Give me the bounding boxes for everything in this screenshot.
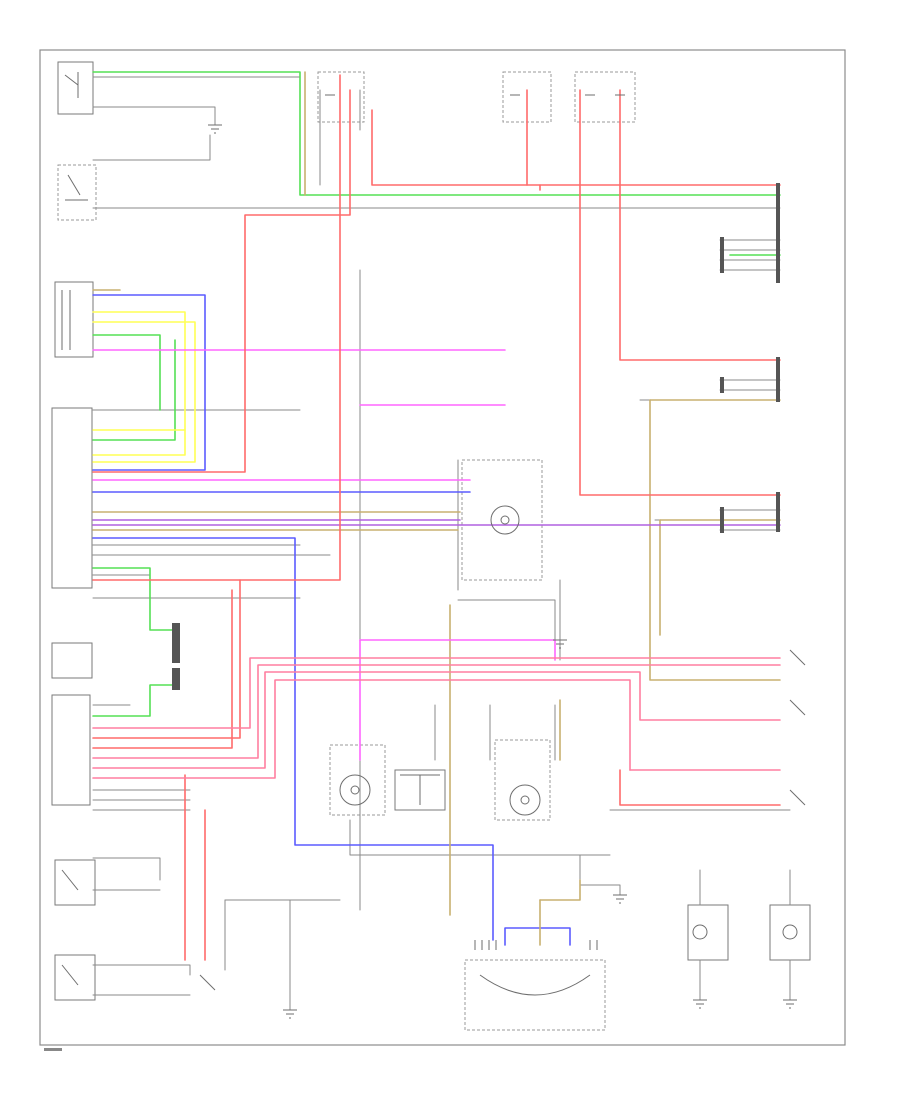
tan-wires [92, 71, 781, 946]
fuse-box-top-3 [574, 71, 636, 123]
green-wires [92, 71, 781, 717]
central-electronic-module-box [51, 407, 93, 589]
cem-left-connector-box [51, 642, 93, 679]
connector-pins [172, 183, 780, 690]
seat-belt-switch-box [54, 281, 94, 358]
magenta-wires [92, 349, 556, 761]
grey-wires [92, 76, 791, 1011]
component-symbols [61, 72, 806, 1019]
driver-door-module-box [54, 859, 96, 906]
component-outlines [51, 61, 811, 1031]
steering-module-box [51, 694, 91, 806]
left-lamp-box [687, 904, 729, 961]
diagram-frame [39, 49, 846, 1046]
horn-unit-box [394, 769, 446, 811]
violet-wires [92, 519, 781, 526]
tailgate-switch-box [54, 954, 96, 1001]
fuse-box-top-1 [317, 71, 365, 123]
footer-mark [44, 1048, 62, 1051]
pink-wires [92, 657, 781, 779]
yellow-wires [92, 311, 196, 463]
top-left-switch-box [57, 61, 94, 115]
motor-box-left [329, 744, 386, 816]
blue-wires [92, 294, 571, 946]
motor-box-right [494, 739, 551, 821]
red-wires [92, 74, 781, 961]
driver-door-switch-box [57, 164, 97, 221]
right-lamp-box [769, 904, 811, 961]
siren-box [461, 459, 543, 581]
instrument-panel-box [464, 959, 606, 1031]
